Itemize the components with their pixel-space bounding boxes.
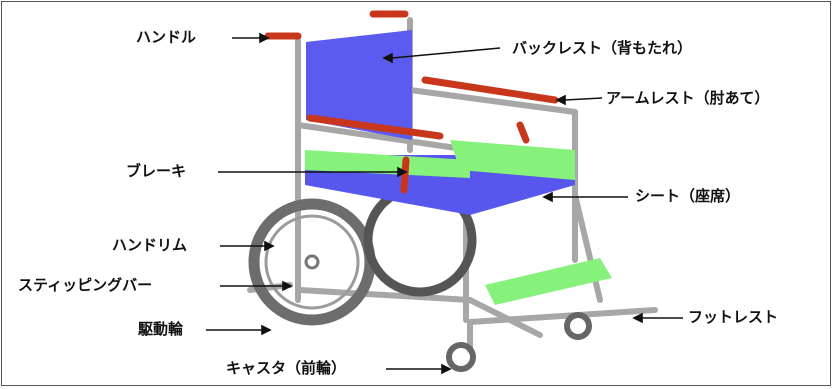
- label-tipping-bar: スティッピングバー: [18, 276, 153, 294]
- seat-band-front: [305, 150, 470, 178]
- label-backrest: バックレスト（背もたれ）: [512, 39, 693, 57]
- seat-band-back: [450, 140, 575, 180]
- leader-lines: [206, 32, 683, 375]
- label-handrim: ハンドリム: [112, 236, 188, 254]
- label-drive-wheel: 駆動輪: [138, 320, 184, 338]
- footrest-plate: [485, 258, 612, 305]
- label-footrest: フットレスト: [688, 308, 779, 326]
- drive-wheel: [248, 198, 376, 326]
- casters: [446, 312, 592, 372]
- label-handle: ハンドル: [136, 28, 197, 46]
- grips: [264, 10, 559, 194]
- label-brake: ブレーキ: [126, 162, 187, 180]
- label-armrest: アームレスト（肘あて）: [606, 89, 770, 107]
- label-caster: キャスタ（前輪）: [226, 359, 347, 377]
- label-seat: シート（座席）: [635, 187, 741, 205]
